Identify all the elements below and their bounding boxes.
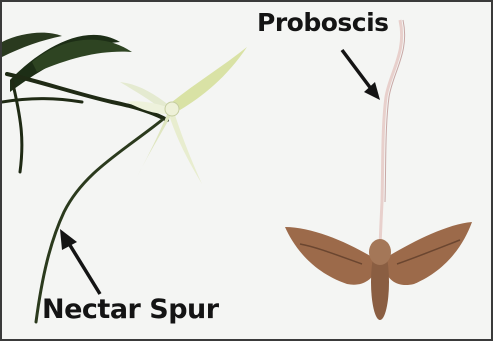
proboscis — [380, 20, 402, 252]
proboscis-label: Proboscis — [257, 8, 389, 37]
orchid-leaves — [2, 33, 132, 92]
hawk-moth-icon — [285, 222, 472, 320]
nectar-spur-label: Nectar Spur — [42, 294, 219, 325]
proboscis-arrow — [342, 50, 380, 100]
orchid-flower-icon — [120, 47, 247, 184]
nectar-spur-arrow — [60, 229, 100, 294]
